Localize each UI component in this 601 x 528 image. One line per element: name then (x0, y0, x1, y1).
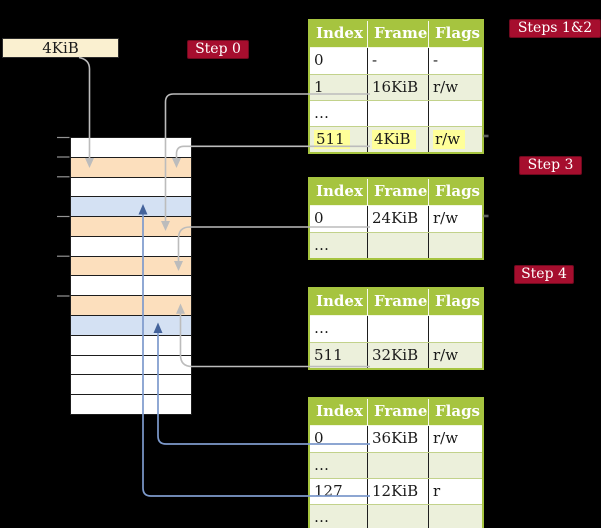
table-cell: r/w (428, 426, 482, 452)
table-cell (428, 101, 482, 126)
table-cell (367, 101, 428, 126)
table-cell: r/w (428, 127, 482, 152)
table-cell: 1 (314, 78, 324, 96)
frame-4kib-box: 4KiB (2, 38, 119, 58)
table-cell: … (314, 319, 329, 337)
memory-row-white (71, 375, 191, 396)
step-0-label: Step 0 (187, 40, 249, 59)
memory-row-white (71, 335, 191, 356)
table-cell (367, 316, 428, 342)
row-pointer-stubs (483, 134, 489, 218)
table-cell: - (367, 48, 428, 74)
table-cell: r/w (428, 343, 482, 368)
memory-row-white (71, 138, 191, 158)
table-cell (428, 316, 482, 342)
table-cell: … (314, 104, 329, 122)
memory-row-orange (71, 256, 191, 277)
table-cell: - (428, 48, 482, 74)
memory-row-white (71, 355, 191, 376)
table-cell: 36KiB (367, 426, 428, 452)
table-row: 0 -- (310, 48, 482, 74)
table-row: … (310, 452, 482, 478)
table-cell (428, 233, 482, 258)
memory-row-white (71, 395, 191, 414)
table-cell: 511 (310, 127, 367, 152)
table-cell: 16KiB (367, 75, 428, 100)
memory-row-blue (71, 316, 191, 336)
column-header: Flags (428, 179, 482, 205)
table-cell: 12KiB (367, 479, 428, 504)
step-4-label: Step 4 (514, 265, 574, 284)
steps-1-2-label: Steps 1&2 (509, 19, 601, 38)
table-row: … (310, 316, 482, 342)
memory-row-white (71, 236, 191, 257)
column-header: Flags (428, 21, 482, 47)
table-cell: 24KiB (367, 206, 428, 232)
table-cell: 511 (314, 346, 343, 364)
memory-strip (70, 137, 192, 415)
column-header: Flags (428, 289, 482, 315)
step-3-label: Step 3 (519, 156, 582, 175)
table-cell (367, 505, 428, 528)
table-cell: 127 (314, 482, 343, 500)
table-cell: 0 (314, 209, 324, 227)
table-cell: 4KiB (367, 127, 428, 152)
table-row: … (310, 100, 482, 126)
table-cell: … (314, 456, 329, 474)
memory-row-white (71, 276, 191, 297)
strip-tick-marks (57, 136, 70, 297)
table-cell: … (314, 236, 329, 254)
table-cell: r/w (428, 206, 482, 232)
memory-row-blue (71, 197, 191, 218)
table-cell: r (428, 479, 482, 504)
column-header: Frame (367, 21, 428, 47)
column-header: Frame (367, 289, 428, 315)
table-cell: r/w (428, 75, 482, 100)
table-cell: 0 (314, 51, 324, 69)
table-cell: 0 (314, 429, 324, 447)
column-header: Index (316, 182, 363, 200)
table-cell (367, 453, 428, 478)
column-header: Frame (367, 399, 428, 425)
table-cell: 32KiB (367, 343, 428, 368)
column-header: Index (316, 402, 363, 420)
column-header: Index (316, 24, 363, 42)
column-header: Index (316, 292, 363, 310)
table-cell: … (314, 508, 329, 526)
memory-row-white (71, 177, 191, 198)
column-header: Flags (428, 399, 482, 425)
memory-row-orange (71, 296, 191, 317)
memory-row-orange (71, 217, 191, 237)
table-cell (428, 505, 482, 528)
table-row: … (310, 504, 482, 528)
table-cell (428, 453, 482, 478)
frame-4kib-label: 4KiB (42, 39, 79, 57)
column-header: Frame (367, 179, 428, 205)
table-row: … (310, 232, 482, 258)
table-cell (367, 233, 428, 258)
memory-row-orange (71, 157, 191, 178)
